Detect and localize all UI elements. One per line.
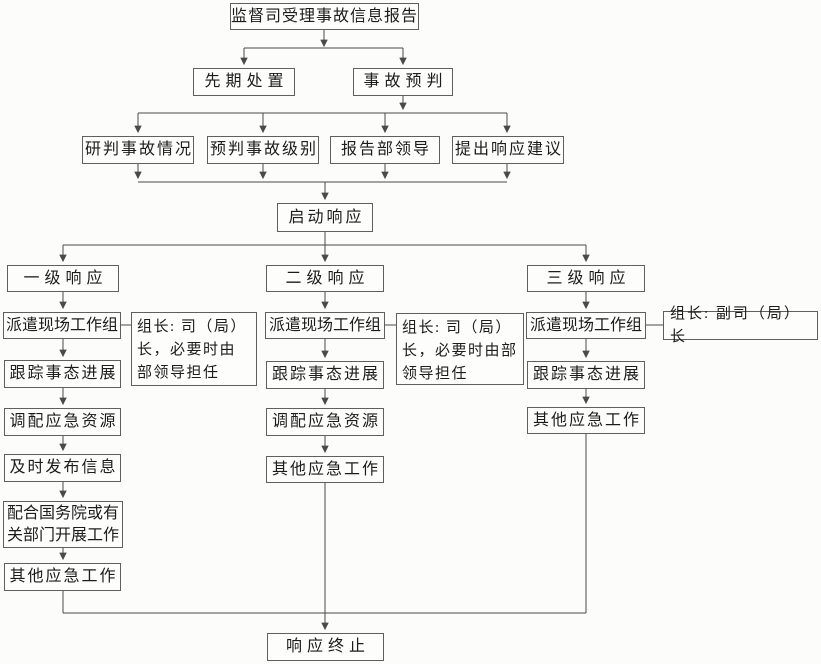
node-forecast-level: 预判事故级别 [207, 136, 319, 164]
node-assess-situation: 研判事故情况 [82, 136, 194, 164]
node-l2-other-work: 其他应急工作 [266, 456, 384, 483]
node-l3-track-progress: 跟踪事态进展 [527, 361, 645, 389]
node-start-response: 启动响应 [277, 203, 373, 232]
node-level2-response: 二级响应 [266, 265, 384, 292]
node-l2-dispatch-team: 派遣现场工作组 [265, 312, 385, 339]
node-level1-response: 一级响应 [7, 265, 119, 292]
note-l2-group-leader: 组长: 司（局）长，必要时由部领导担任 [396, 313, 524, 385]
node-l3-other-work: 其他应急工作 [527, 407, 645, 434]
node-l1-dispatch-team: 派遣现场工作组 [3, 312, 121, 339]
node-l2-allocate-resources: 调配应急资源 [266, 408, 384, 436]
node-end-response: 响应终止 [267, 633, 384, 661]
node-level3-response: 三级响应 [527, 265, 645, 292]
node-report-leaders: 报告部领导 [330, 136, 440, 164]
node-propose-response: 提出响应建议 [452, 136, 564, 164]
node-l1-publish-info: 及时发布信息 [4, 454, 121, 482]
node-l2-track-progress: 跟踪事态进展 [266, 361, 384, 389]
node-l1-track-progress: 跟踪事态进展 [4, 360, 121, 388]
node-l1-cooperate-state-council: 配合国务院或有关部门开展工作 [3, 501, 123, 548]
note-l1-group-leader: 组长: 司（局）长，必要时由部领导担任 [131, 312, 257, 386]
node-report-intake: 监督司受理事故信息报告 [230, 3, 419, 30]
node-l1-other-work: 其他应急工作 [4, 563, 121, 591]
node-l3-dispatch-team: 派遣现场工作组 [526, 312, 646, 339]
note-l3-group-leader: 组长: 副司（局）长 [663, 306, 818, 345]
node-early-disposal: 先期处置 [193, 68, 295, 96]
node-accident-forecast: 事故预判 [353, 68, 453, 96]
node-l1-allocate-resources: 调配应急资源 [4, 408, 121, 436]
